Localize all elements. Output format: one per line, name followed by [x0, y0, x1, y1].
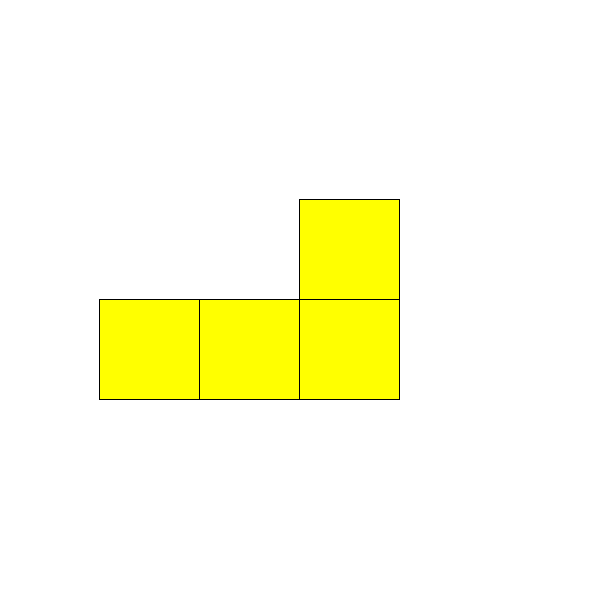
- tetromino-cell-r0-c2: [299, 199, 400, 300]
- tetromino-cell-r1-c2: [299, 299, 400, 400]
- tetromino-cell-r1-c1: [199, 299, 300, 400]
- tetromino-cell-r1-c0: [99, 299, 200, 400]
